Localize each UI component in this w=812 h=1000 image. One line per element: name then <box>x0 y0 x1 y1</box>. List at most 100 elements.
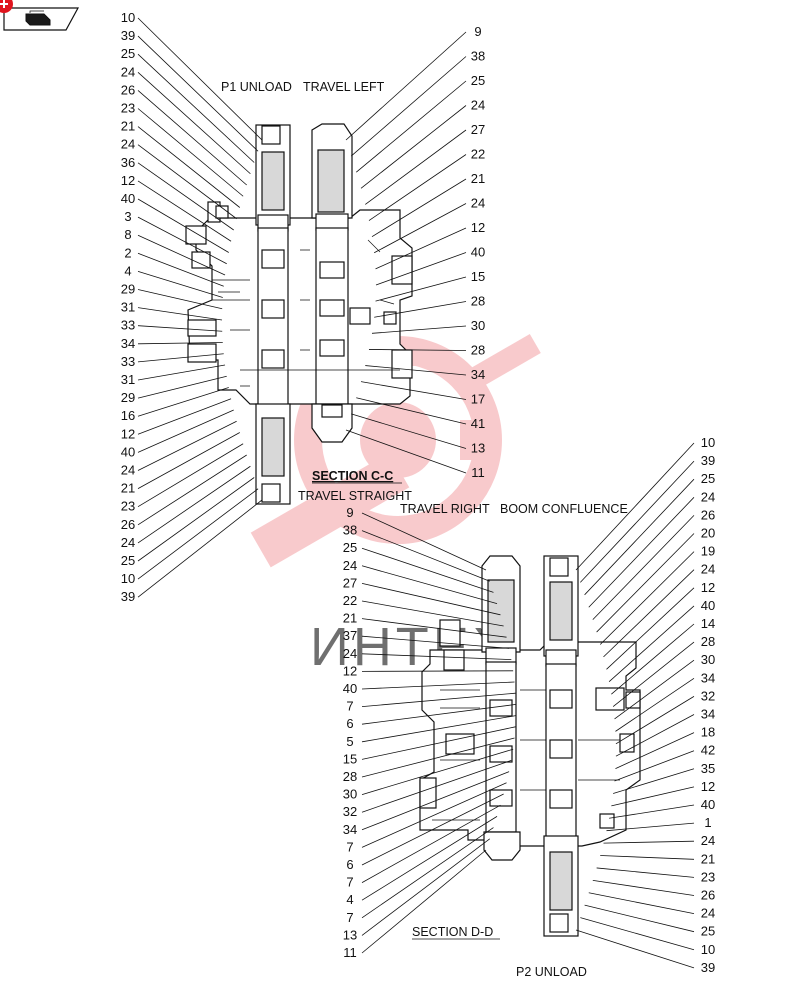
leader-line <box>351 413 467 449</box>
callout-number: 38 <box>343 523 357 538</box>
leader-line <box>137 180 232 242</box>
leader-line <box>361 726 516 760</box>
callout-number: 39 <box>701 453 715 468</box>
leader-line <box>599 551 695 645</box>
callout-number: 24 <box>121 64 135 79</box>
callout-number: 11 <box>343 945 357 960</box>
callout-number: 39 <box>121 589 135 604</box>
leader-line <box>588 497 695 608</box>
leader-line <box>137 90 247 186</box>
callout-number: 2 <box>124 245 131 260</box>
title-p1-unload: P1 UNLOAD <box>221 80 292 94</box>
callout-number: 22 <box>343 593 357 608</box>
callout-number: 29 <box>121 282 135 297</box>
callout-number: 10 <box>701 942 715 957</box>
callout-number: 6 <box>346 716 353 731</box>
callout-number: 24 <box>121 137 135 152</box>
leader-line <box>361 670 514 672</box>
leader-line <box>361 838 491 936</box>
leader-line <box>137 465 251 544</box>
callout-number: 15 <box>343 751 357 766</box>
title-travel-right: TRAVEL RIGHT <box>400 502 490 516</box>
leader-line <box>361 635 510 649</box>
leader-line <box>592 515 695 620</box>
leader-line <box>606 822 695 832</box>
leader-line <box>137 144 237 220</box>
leader-line <box>137 271 223 298</box>
callout-number: 34 <box>701 670 715 685</box>
leader-line <box>614 659 695 720</box>
callout-number: 3 <box>124 209 131 224</box>
section-d-d-label: SECTION D-D <box>412 925 493 939</box>
leader-line <box>592 879 695 896</box>
callout-number: 7 <box>346 839 353 854</box>
add-badge-icon[interactable] <box>0 0 13 13</box>
leader-line <box>361 827 494 919</box>
callout-number: 32 <box>701 688 715 703</box>
callout-number: 7 <box>346 699 353 714</box>
leader-line <box>580 460 695 583</box>
leader-line <box>360 105 467 189</box>
leader-line <box>361 771 510 831</box>
callout-number: 26 <box>701 507 715 522</box>
leader-line <box>615 732 695 769</box>
callout-number: 34 <box>701 707 715 722</box>
callout-number: 37 <box>343 628 357 643</box>
callout-number: 23 <box>121 101 135 116</box>
leader-line <box>345 31 467 141</box>
section-c-c-titles: P1 UNLOAD TRAVEL LEFT TRAVEL STRAIGHT SE… <box>221 80 412 503</box>
callout-number: 28 <box>471 343 485 358</box>
callout-number: 17 <box>471 392 485 407</box>
leader-line <box>375 227 467 270</box>
callout-number: 12 <box>701 580 715 595</box>
callout-number: 4 <box>124 263 131 278</box>
leader-line <box>613 768 695 794</box>
leader-line <box>361 715 517 743</box>
leader-line <box>137 162 234 231</box>
leader-line <box>356 397 467 425</box>
callout-number: 35 <box>701 761 715 776</box>
leader-line <box>137 488 259 580</box>
callout-number: 23 <box>701 869 715 884</box>
leader-line <box>361 748 514 795</box>
callout-number: 5 <box>346 734 353 749</box>
callout-number: 38 <box>471 49 485 64</box>
callout-number: 40 <box>701 598 715 613</box>
leader-line <box>137 398 232 435</box>
callout-number: 41 <box>471 416 485 431</box>
callout-number: 13 <box>343 927 357 942</box>
callout-number: 7 <box>346 875 353 890</box>
leader-line <box>361 804 501 883</box>
leader-line <box>137 72 251 175</box>
callout-number: 16 <box>121 408 135 423</box>
callout-number: 24 <box>471 196 485 211</box>
leader-line <box>137 432 240 489</box>
navigation-button[interactable] <box>3 7 80 31</box>
leader-line <box>374 203 467 254</box>
callout-number: 11 <box>471 465 485 480</box>
leader-line <box>575 929 695 969</box>
callout-number: 30 <box>701 652 715 667</box>
leader-line <box>611 786 695 807</box>
leader-line <box>596 533 695 633</box>
leader-line <box>371 178 467 238</box>
leader-line <box>356 80 467 173</box>
callout-number: 32 <box>343 804 357 819</box>
leader-line <box>371 325 467 334</box>
callout-number: 24 <box>121 535 135 550</box>
callout-number: 24 <box>701 489 715 504</box>
leader-line <box>365 365 467 376</box>
leader-line <box>615 677 695 732</box>
callout-number: 28 <box>701 634 715 649</box>
callout-number: 39 <box>121 28 135 43</box>
leader-line <box>368 154 467 221</box>
callout-number: 40 <box>121 444 135 459</box>
leader-line <box>361 793 504 866</box>
leader-line <box>361 565 498 604</box>
book-icon <box>25 10 51 26</box>
callout-number: 33 <box>121 318 135 333</box>
valve-body-c-c <box>185 123 413 505</box>
leader-line <box>137 234 226 276</box>
leader-line <box>137 387 229 417</box>
callout-number: 24 <box>701 833 715 848</box>
